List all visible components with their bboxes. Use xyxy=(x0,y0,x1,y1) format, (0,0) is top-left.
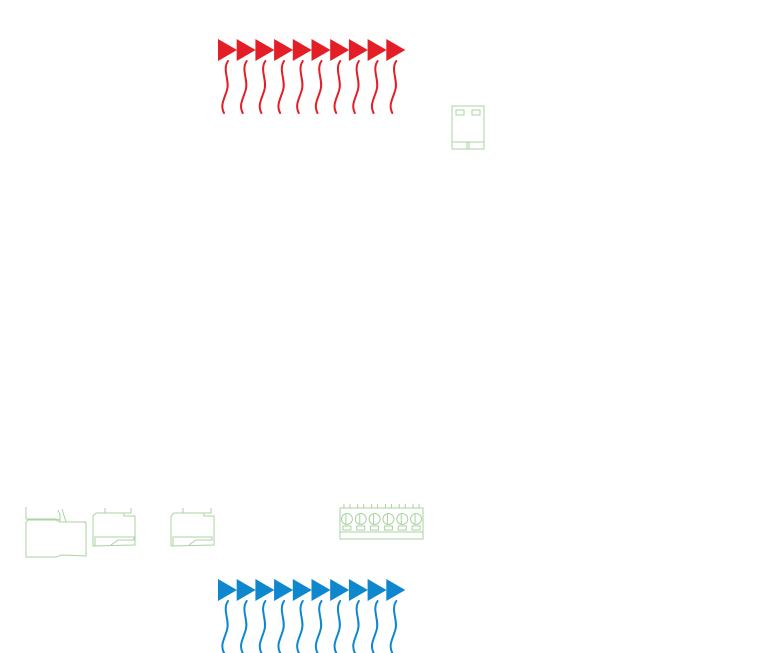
arrow-tail xyxy=(240,60,248,114)
wavy-flow-arrow-icon[interactable] xyxy=(348,39,368,114)
arrow-head xyxy=(386,579,406,601)
wavy-flow-arrow-icon[interactable] xyxy=(386,39,406,114)
arrow-head xyxy=(348,39,368,61)
arrow-head xyxy=(311,579,331,601)
screw-icon xyxy=(410,513,423,525)
wire-entry xyxy=(383,525,393,531)
arrow-tail xyxy=(277,600,286,653)
arrow-head xyxy=(236,39,256,61)
screw-icon xyxy=(382,513,395,525)
arrow-head xyxy=(348,579,368,601)
cold-flow-arrow-group xyxy=(218,579,406,653)
arrow-head xyxy=(218,39,237,61)
arrow-tail xyxy=(352,600,360,653)
arrow-head xyxy=(330,579,350,601)
screw-icon xyxy=(340,513,353,525)
wavy-flow-arrow-icon[interactable] xyxy=(292,579,312,653)
wavy-flow-arrow-icon[interactable] xyxy=(330,39,350,114)
arrow-tail xyxy=(314,60,323,114)
arrow-tail xyxy=(258,600,267,653)
arrow-tail xyxy=(333,60,342,114)
terminal-body xyxy=(339,507,424,540)
wavy-flow-arrow-icon[interactable] xyxy=(311,39,331,114)
arrow-tail xyxy=(352,60,360,114)
hot-flow-arrow-group xyxy=(218,39,406,114)
side-connector-icon[interactable] xyxy=(170,508,215,547)
wavy-flow-arrow-icon[interactable] xyxy=(386,579,406,653)
arrow-head xyxy=(274,579,294,601)
large-side-connector-icon[interactable] xyxy=(25,507,87,558)
arrow-head xyxy=(330,39,350,61)
arrow-head xyxy=(274,39,294,61)
arrow-tail xyxy=(296,600,304,653)
arrow-head xyxy=(292,579,312,601)
side-connector-icon[interactable] xyxy=(92,508,136,547)
wavy-flow-arrow-icon[interactable] xyxy=(236,579,256,653)
arrow-tail xyxy=(240,600,248,653)
wavy-flow-arrow-icon[interactable] xyxy=(236,39,256,114)
arrow-tail xyxy=(389,600,398,653)
arrow-tail xyxy=(314,600,323,653)
arrow-tail xyxy=(370,60,379,114)
screw-icon xyxy=(368,513,381,525)
arrow-tail xyxy=(221,600,229,653)
wire-entry xyxy=(342,525,352,531)
wavy-flow-arrow-icon[interactable] xyxy=(255,39,275,114)
wavy-flow-arrow-icon[interactable] xyxy=(367,39,387,114)
screw-icon xyxy=(354,513,367,525)
arrow-head xyxy=(218,579,237,601)
wavy-flow-arrow-icon[interactable] xyxy=(348,579,368,653)
wavy-flow-arrow-icon[interactable] xyxy=(255,579,275,653)
wire-entry xyxy=(397,525,407,531)
wavy-flow-arrow-icon[interactable] xyxy=(367,579,387,653)
arrow-tail xyxy=(277,60,286,114)
arrow-head xyxy=(292,39,312,61)
wavy-flow-arrow-icon[interactable] xyxy=(274,39,294,114)
arrow-head xyxy=(255,39,275,61)
arrow-tail xyxy=(389,60,398,114)
wavy-flow-arrow-icon[interactable] xyxy=(218,579,237,653)
arrow-head xyxy=(367,579,387,601)
arrow-tail xyxy=(370,600,379,653)
wire-entry xyxy=(370,525,380,531)
screw-icon xyxy=(396,513,409,525)
screw-terminal-block-icon[interactable] xyxy=(339,504,424,540)
arrow-tail xyxy=(221,60,229,114)
two-pin-header-icon[interactable] xyxy=(451,105,485,150)
wire-entry xyxy=(411,525,421,531)
arrow-head xyxy=(386,39,406,61)
wavy-flow-arrow-icon[interactable] xyxy=(311,579,331,653)
wavy-flow-arrow-icon[interactable] xyxy=(218,39,237,114)
wavy-flow-arrow-icon[interactable] xyxy=(292,39,312,114)
arrow-head xyxy=(311,39,331,61)
arrow-tail xyxy=(258,60,267,114)
wavy-flow-arrow-icon[interactable] xyxy=(274,579,294,653)
arrow-head xyxy=(367,39,387,61)
wavy-flow-arrow-icon[interactable] xyxy=(330,579,350,653)
arrow-tail xyxy=(296,60,304,114)
arrow-tail xyxy=(333,600,342,653)
arrow-head xyxy=(236,579,256,601)
arrow-head xyxy=(255,579,275,601)
wire-entry xyxy=(356,525,366,531)
